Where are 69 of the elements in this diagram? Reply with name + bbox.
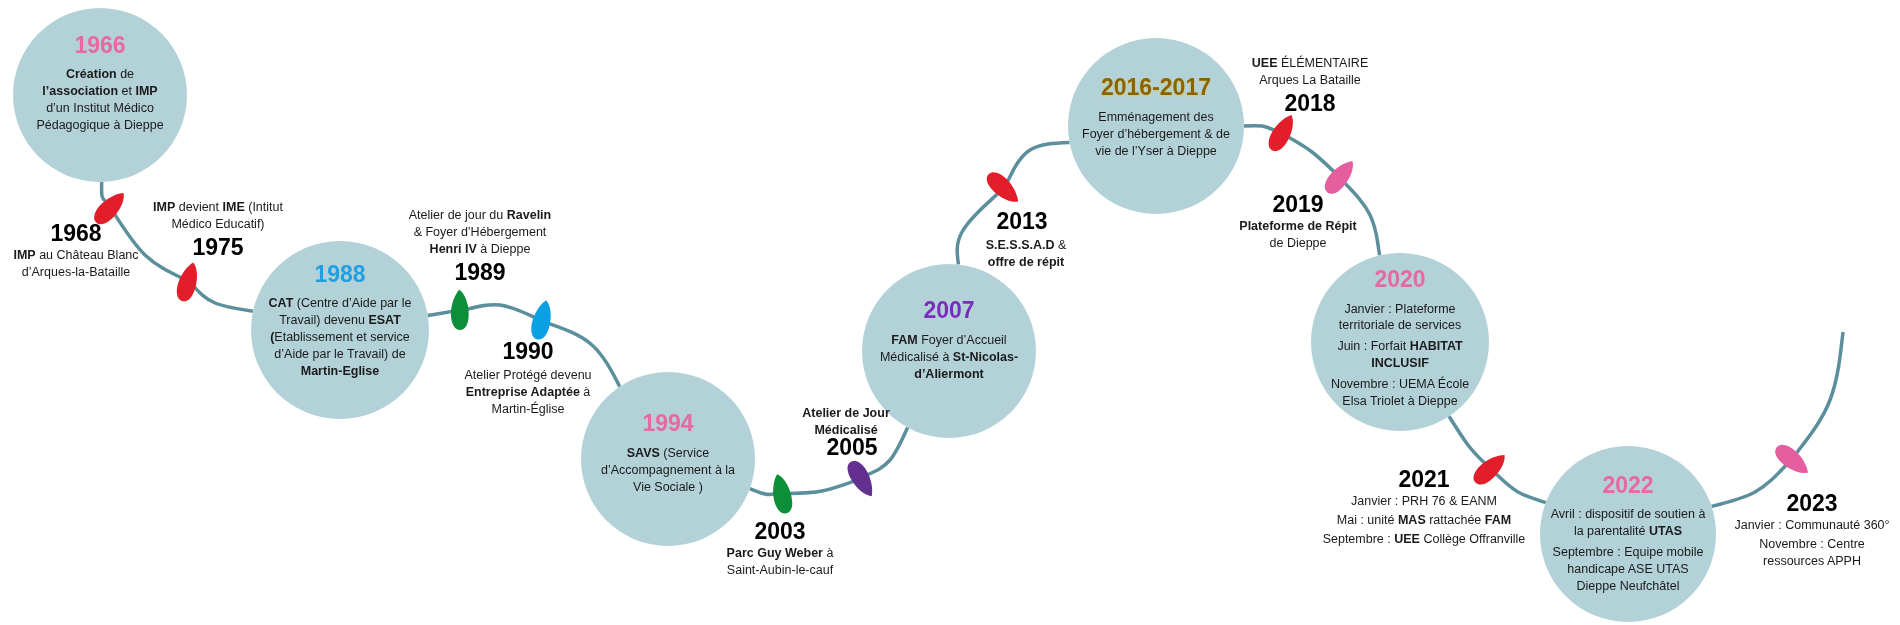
year-label: 1989 xyxy=(454,258,506,286)
year-label: 2018 xyxy=(1284,89,1336,117)
year-label: 1990 xyxy=(502,338,554,365)
year-label: 1968 xyxy=(50,220,102,247)
year-label: 2013 xyxy=(996,208,1048,235)
milestone-description: Création de l’association et IMP d’un Institut Médico Pédagogique à Dieppe xyxy=(35,66,165,134)
milestone-description: Atelier de jour du Ravelin & Foyer d’Hébergement Henri IV à Dieppe xyxy=(407,207,553,258)
year-heading: 1988 xyxy=(314,260,366,288)
year-label: 2019 xyxy=(1272,191,1324,218)
leaf-marker xyxy=(1473,454,1505,485)
leaf-marker xyxy=(847,460,873,497)
timeline-curve xyxy=(1287,135,1336,173)
milestone-description: Emménagement des Foyer d’hébergement & de vie de l’Yser à Dieppe xyxy=(1082,108,1230,160)
leaf-marker xyxy=(773,474,793,514)
timeline-curve xyxy=(548,321,622,388)
milestone-description: Septembre : UEE Collège Offranville xyxy=(1322,531,1526,549)
milestone-description: IMP devient IME (Intitut Médico Educatif) xyxy=(152,199,284,233)
milestone-description: Janvier : Plateforme territoriale de services xyxy=(1337,300,1463,335)
timeline-curve xyxy=(749,486,775,497)
leaf-marker xyxy=(450,289,469,330)
year-label: 2023 xyxy=(1786,490,1838,517)
timeline-curve xyxy=(1447,415,1486,465)
timeline-curve xyxy=(1006,140,1070,183)
year-heading: 2022 xyxy=(1602,471,1654,499)
timeline-curve xyxy=(1794,331,1845,455)
milestone-description: Parc Guy Weber à Saint-Aubin-le-cauf xyxy=(725,545,835,580)
milestone-description: Septembre : Equipe mobile handicape ASE UTAS Dieppe Neufchâtel xyxy=(1551,543,1705,595)
milestone-description: Avril : dispositif de soutien à la parentalité UTAS xyxy=(1549,506,1707,540)
timeline-curve xyxy=(99,181,107,203)
leaf-marker xyxy=(986,172,1019,202)
timeline-curve xyxy=(955,192,999,265)
year-label: 2021 xyxy=(1398,466,1450,493)
milestone-description: Janvier : Communauté 360° xyxy=(1734,517,1890,535)
year-heading: 2016-2017 xyxy=(1101,74,1211,101)
year-heading: 1994 xyxy=(642,410,694,437)
leaf-marker xyxy=(1775,444,1808,473)
milestone-description: Atelier Protégé devenu Entreprise Adaptée à Martin-Église xyxy=(463,367,593,418)
milestone-description: SAVS (Service d’Accompagnement à la Vie Sociale ) xyxy=(599,444,737,496)
timeline-curve xyxy=(113,213,182,280)
milestone-description: Juin : Forfait HABITAT INCLUSIF xyxy=(1336,338,1464,373)
year-label: 2003 xyxy=(754,518,806,545)
milestone-description: Novembre : UEMA École Elsa Triolet à Dieppe xyxy=(1329,376,1471,410)
year-heading: 2007 xyxy=(923,297,975,324)
milestone-description: UEE ÉLÉMENTAIRE Arques La Bataille xyxy=(1250,55,1370,89)
timeline-curve xyxy=(193,285,254,313)
milestone-description: Janvier : PRH 76 & EANM xyxy=(1351,493,1497,511)
timeline-curve xyxy=(789,479,854,496)
milestone-description: IMP au Château Blanc d’Arques-la-Bataille xyxy=(12,247,140,282)
timeline-curve xyxy=(467,302,536,319)
timeline-curve xyxy=(427,309,453,318)
milestone-description: CAT (Centre d’Aide par le Travail) devenu ESAT (Etablissement et service d’Aide par le Travail) de Martin-Eglise xyxy=(267,295,413,380)
year-heading: 2020 xyxy=(1374,266,1426,293)
timeline-curve xyxy=(1243,123,1276,132)
leaf-marker xyxy=(531,300,551,340)
leaf-marker xyxy=(1324,161,1353,194)
milestone-description: S.E.S.S.A.D & offre de répit xyxy=(984,237,1068,271)
timeline-curve xyxy=(867,426,910,477)
timeline-curve xyxy=(1343,182,1382,256)
year-label: 1975 xyxy=(192,233,244,261)
milestone-description: FAM Foyer d’Accueil Médicalisé à St-Nicolas-d’Aliermont xyxy=(878,331,1020,383)
leaf-marker xyxy=(176,262,197,302)
milestone-description: Mai : unité MAS rattachée FAM xyxy=(1336,512,1512,530)
timeline-curve xyxy=(1494,472,1547,505)
year-heading: 1966 xyxy=(74,32,126,59)
milestone-description: Novembre : Centre ressources APPH xyxy=(1758,536,1866,571)
leaf-marker xyxy=(1268,115,1293,152)
timeline-curve xyxy=(1711,464,1788,509)
leaf-marker xyxy=(94,192,124,225)
milestone-description: Plateforme de Répit de Dieppe xyxy=(1238,218,1358,253)
